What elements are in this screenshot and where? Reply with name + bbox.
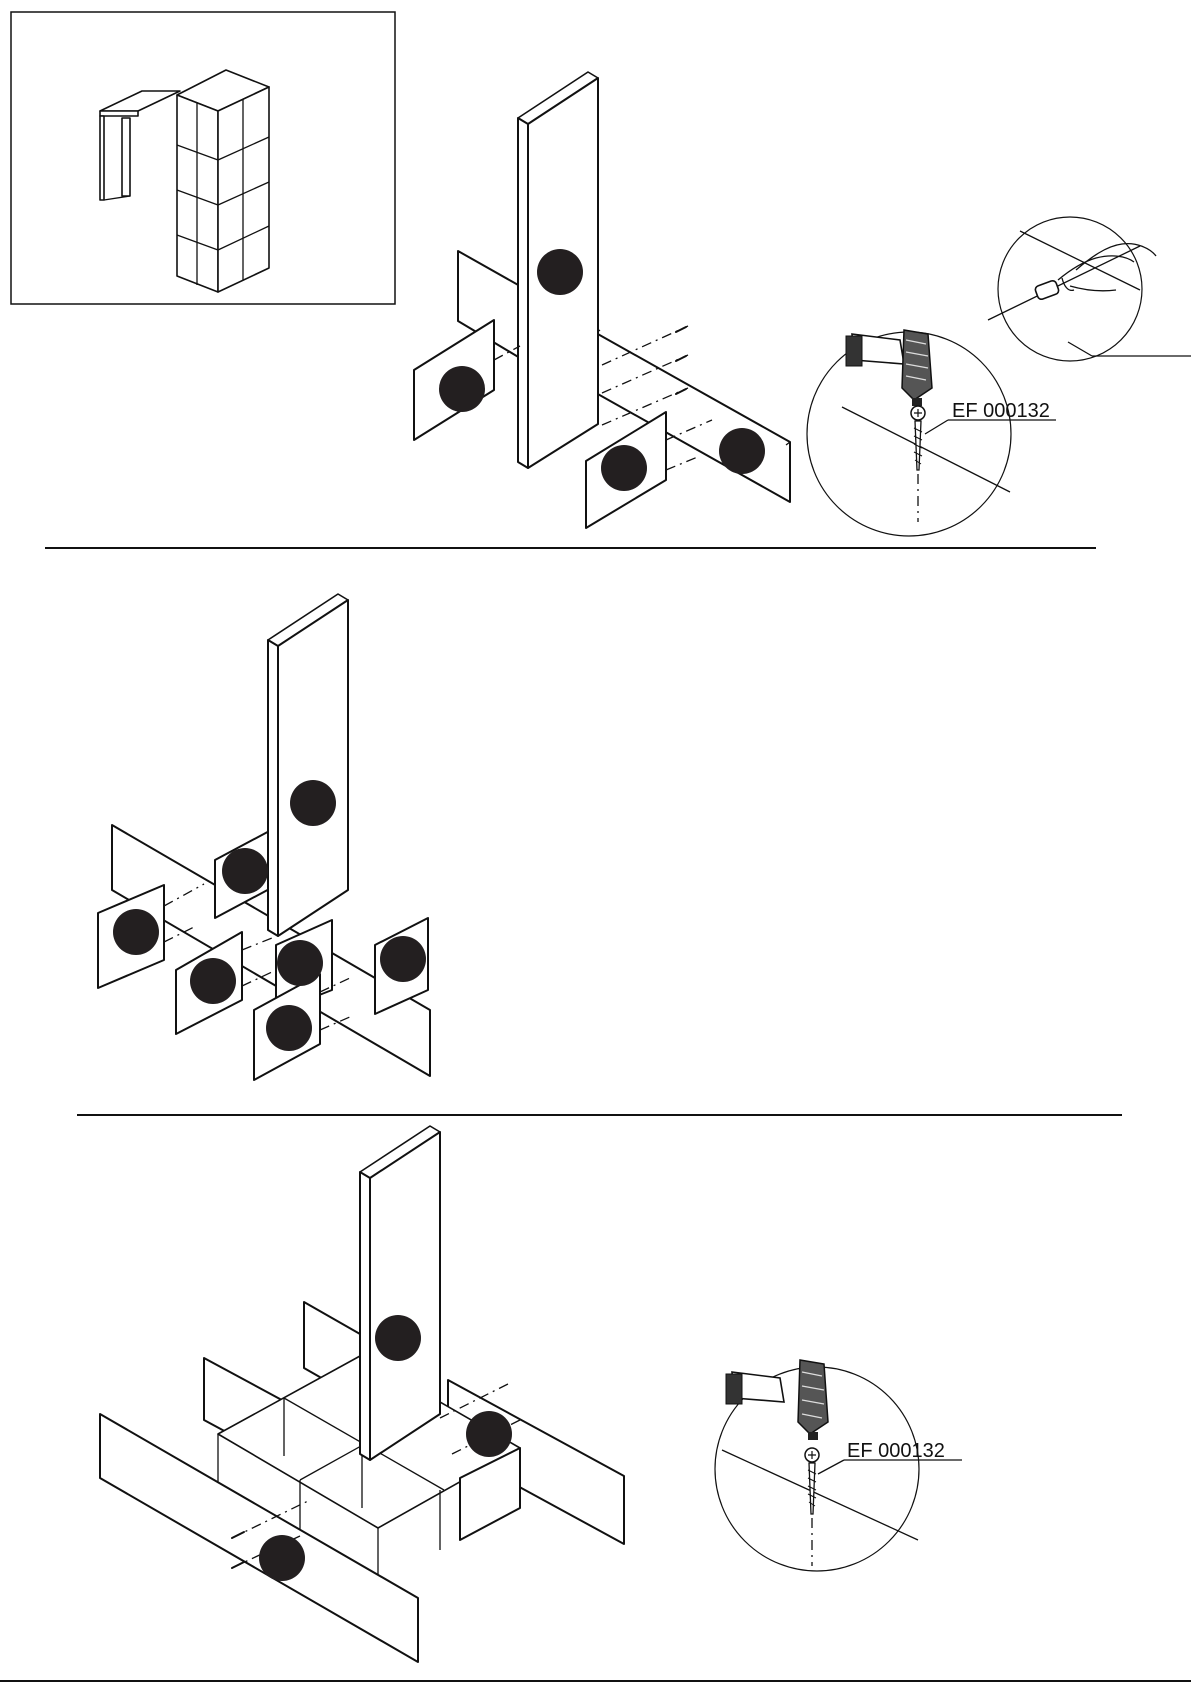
part-marker [266, 1005, 312, 1051]
cordless-drill-icon [846, 330, 932, 406]
step-1: EF 000132 [414, 72, 1191, 536]
wood-screw-icon [911, 406, 925, 522]
screw-code-label: EF 000132 [952, 400, 1050, 422]
wood-screw-icon [805, 1448, 819, 1566]
part-marker [113, 909, 159, 955]
part-marker [466, 1411, 512, 1457]
overview-box [11, 12, 395, 304]
part-marker [439, 366, 485, 412]
part-marker [375, 1315, 421, 1361]
glue-bottle-hand-icon [1034, 244, 1156, 301]
screw-code-label: EF 000132 [847, 1440, 945, 1462]
part-marker [190, 958, 236, 1004]
part-marker [719, 428, 765, 474]
part-marker [222, 848, 268, 894]
step-2 [98, 594, 430, 1080]
part-marker [277, 940, 323, 986]
cordless-drill-icon [726, 1360, 828, 1440]
part-marker [537, 249, 583, 295]
step2-tall-panel [268, 594, 348, 936]
part-marker [290, 780, 336, 826]
part-marker [259, 1535, 305, 1581]
part-marker [380, 936, 426, 982]
step1-glue-detail [988, 217, 1191, 361]
overview-shelf-unit [177, 70, 269, 292]
step3-tall-panel [360, 1126, 440, 1460]
part-marker [601, 445, 647, 491]
step-3: EF 000132 [100, 1126, 962, 1662]
step3-drill-detail: EF 000132 [715, 1360, 962, 1571]
step1-drill-detail: EF 000132 [807, 330, 1056, 536]
